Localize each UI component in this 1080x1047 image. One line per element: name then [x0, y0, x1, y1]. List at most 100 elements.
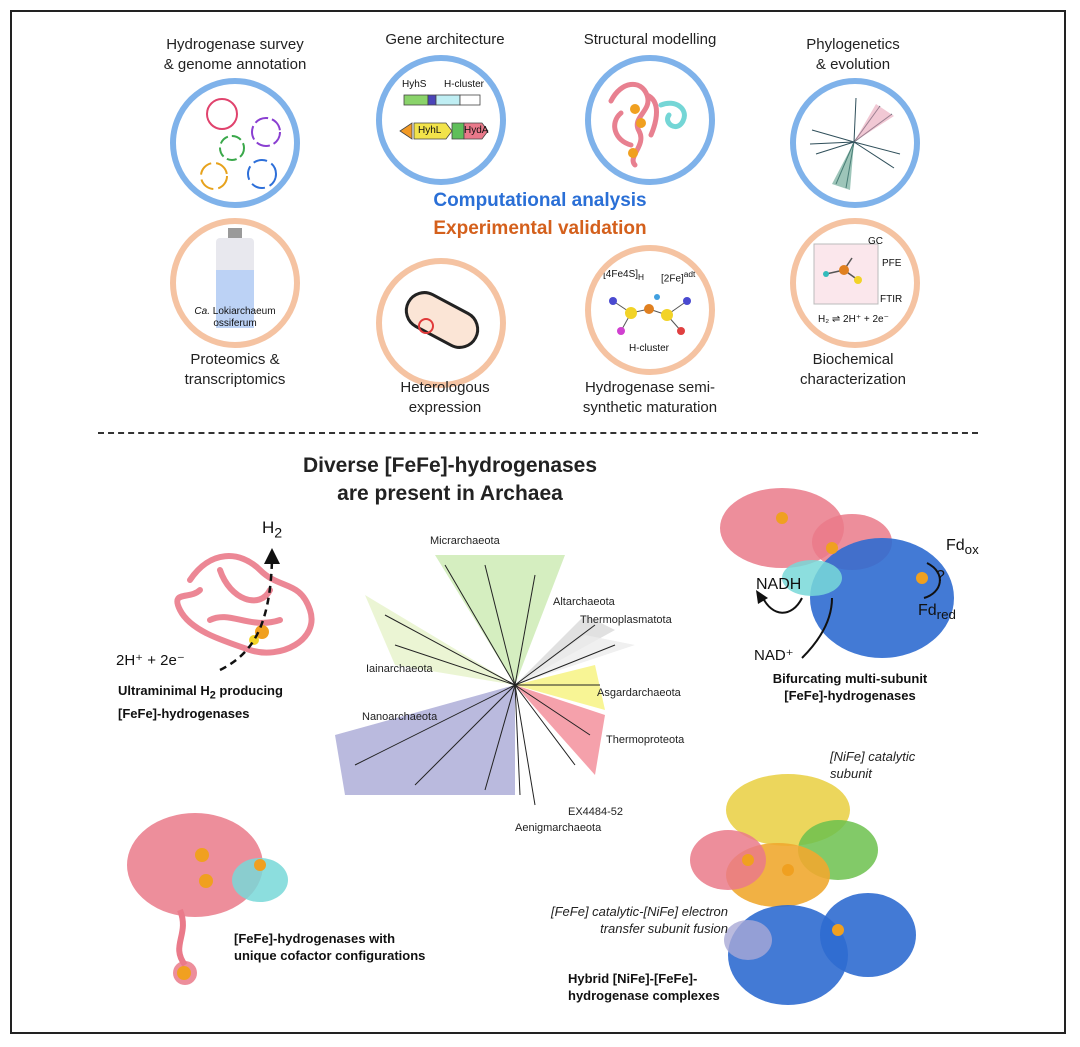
pfe-label: PFE [882, 258, 902, 269]
clade-thermoplasmatota: Thermoplasmatota [580, 614, 672, 626]
ultraminimal-caption-line1: Ultraminimal H2 producing [118, 682, 283, 705]
spectroscopy-graphic [813, 243, 879, 305]
loki-line2: ossiferum [213, 318, 257, 329]
h2-product-label: H2 [262, 518, 282, 541]
clade-altarchaeota: Altarchaeota [553, 596, 615, 608]
hyda-gene-label: HydA [464, 125, 489, 136]
genome-annotation-circle [170, 78, 300, 208]
archaea-tree-graphic [335, 555, 635, 806]
hybrid-complex-graphic [690, 774, 916, 1005]
maturation-line2: synthetic maturation [582, 399, 718, 416]
fe4s4-label: [4Fe4S]H [603, 269, 644, 282]
unique-caption-line2: unique cofactor configurations [234, 948, 426, 963]
bottom-title: Diverse [FeFe]-hydrogenases are present … [230, 452, 670, 508]
fd-ox-sub: ox [964, 542, 979, 558]
nad-label: NAD⁺ [754, 647, 794, 664]
bottom-title-line1: Diverse [FeFe]-hydrogenases [302, 454, 598, 477]
genome-rings-graphic [200, 98, 281, 190]
proteomics-line1: Proteomics & [190, 351, 280, 368]
phylogenetic-tree-graphic [809, 97, 901, 190]
fe4s4-sub: H [638, 272, 645, 282]
nife-caption-line1: [NiFe] catalytic [830, 749, 916, 764]
gene-architecture-circle: HyhS H-cluster HyhL HydA [376, 55, 506, 185]
h2-equation: H₂ ⇌ 2H⁺ + 2e⁻ [818, 314, 889, 325]
biochemical-label: Biochemical characterization [758, 350, 948, 390]
phylogenetics-label-line1: Phylogenetics [806, 36, 900, 53]
gene-architecture-label: Gene architecture [385, 31, 505, 48]
proteomics-label: Proteomics & transcriptomics [140, 350, 330, 390]
biochemical-line1: Biochemical [812, 351, 894, 368]
h-cluster-graphic [609, 294, 691, 335]
nife-catalytic-caption: [NiFe] catalytic subunit [830, 748, 915, 782]
unique-caption-line1: [FeFe]-hydrogenases with [234, 931, 396, 946]
h-cluster-label: H-cluster [629, 343, 670, 354]
structural-modelling-label: Structural modelling [583, 31, 717, 48]
proteomics-line2: transcriptomics [184, 371, 286, 388]
clade-aenigmarchaeota: Aenigmarchaeota [515, 822, 602, 834]
h2-text: H [262, 518, 275, 537]
nadh-label: NADH [756, 576, 802, 593]
ftir-label: FTIR [880, 294, 903, 305]
fusion-caption: [FeFe] catalytic-[NiFe] electron transfe… [478, 903, 728, 937]
fd-red-sub: red [936, 607, 956, 623]
heterologous-line1: Heterologous [400, 379, 490, 396]
ultraminimal-protein-graphic [174, 548, 315, 672]
survey-label-line2: & genome annotation [163, 56, 307, 73]
bifurcating-complex-graphic [720, 488, 954, 659]
bifurcating-caption-line1: Bifurcating multi-subunit [772, 671, 928, 686]
hyhl-gene-label: HyhL [418, 125, 442, 136]
loki-line1: Lokiarchaeum [209, 306, 276, 317]
bifurcating-caption: Bifurcating multi-subunit [FeFe]-hydroge… [760, 670, 940, 704]
section-divider [98, 432, 978, 434]
proteomics-circle: Ca. Lokiarchaeum ossiferum [170, 218, 300, 348]
ultra-b: producing [215, 683, 283, 698]
clade-ex4484-52: EX4484-52 [568, 806, 624, 818]
fd-ox-label: Fdox [946, 537, 979, 557]
loki-prefix: Ca. [194, 306, 210, 317]
hybrid-caption-line1: Hybrid [NiFe]-[FeFe]- [568, 971, 698, 986]
experimental-validation-heading: Experimental validation [433, 218, 647, 239]
ultraminimal-caption: Ultraminimal H2 producing [FeFe]-hydroge… [118, 682, 283, 722]
h2-sub: 2 [274, 525, 283, 542]
survey-label: Hydrogenase survey & genome annotation [140, 35, 330, 75]
hyhs-gene-label: HyhS [402, 79, 427, 90]
heterologous-line2: expression [408, 399, 482, 416]
heterologous-expression-circle [376, 258, 506, 388]
fd-ox-text: Fd [946, 537, 965, 554]
unique-cofactor-caption: [FeFe]-hydrogenases with unique cofactor… [234, 930, 425, 964]
fd-red-text: Fd [918, 602, 937, 619]
hybrid-caption: Hybrid [NiFe]-[FeFe]- hydrogenase comple… [568, 970, 720, 1004]
ultra-a: Ultraminimal H [118, 683, 210, 698]
fe4s4-text: [4Fe4S] [603, 269, 639, 280]
bottom-title-line2: are present in Archaea [337, 482, 563, 505]
maturation-label: Hydrogenase semi- synthetic maturation [555, 378, 745, 418]
phylogenetics-circle [790, 78, 920, 208]
phylogenetics-label-line2: & evolution [815, 56, 891, 73]
fe2-label: [2Fe]adt [661, 269, 695, 284]
fusion-caption-line2: transfer subunit fusion [600, 921, 728, 936]
lokiarchaeum-label: Ca. Lokiarchaeum ossiferum [176, 306, 294, 330]
heterologous-label: Heterologous expression [350, 378, 540, 418]
protein-structure-graphic [608, 82, 687, 168]
question-mark: ? [936, 568, 945, 585]
hybrid-caption-line2: hydrogenase complexes [568, 988, 720, 1003]
bacterium-graphic [404, 291, 480, 349]
unique-cofactor-protein-graphic [127, 813, 288, 985]
fe2-sup: adt [683, 269, 696, 279]
nife-caption-line2: subunit [830, 766, 872, 781]
clade-iainarchaeota: Iainarchaeota [366, 663, 433, 675]
fe2-text: [2Fe] [661, 273, 684, 285]
h-cluster-gene-label: H-cluster [444, 79, 485, 90]
ultra-sub: 2 [209, 689, 216, 702]
clade-thermoproteota: Thermoproteota [606, 734, 685, 746]
figure-frame [10, 10, 1066, 1034]
gc-label: GC [868, 236, 883, 247]
computational-analysis-heading: Computational analysis [433, 190, 647, 211]
protons-label: 2H⁺ + 2e⁻ [116, 652, 185, 669]
fd-red-label: Fdred [918, 602, 956, 622]
biochemical-circle: GC PFE FTIR H₂ ⇌ 2H⁺ + 2e⁻ [790, 218, 920, 348]
maturation-line1: Hydrogenase semi- [584, 379, 716, 396]
gene-architecture-graphic [399, 94, 489, 140]
bifurcating-caption-line2: [FeFe]-hydrogenases [784, 688, 916, 703]
ultraminimal-caption-line2: [FeFe]-hydrogenases [118, 705, 250, 721]
